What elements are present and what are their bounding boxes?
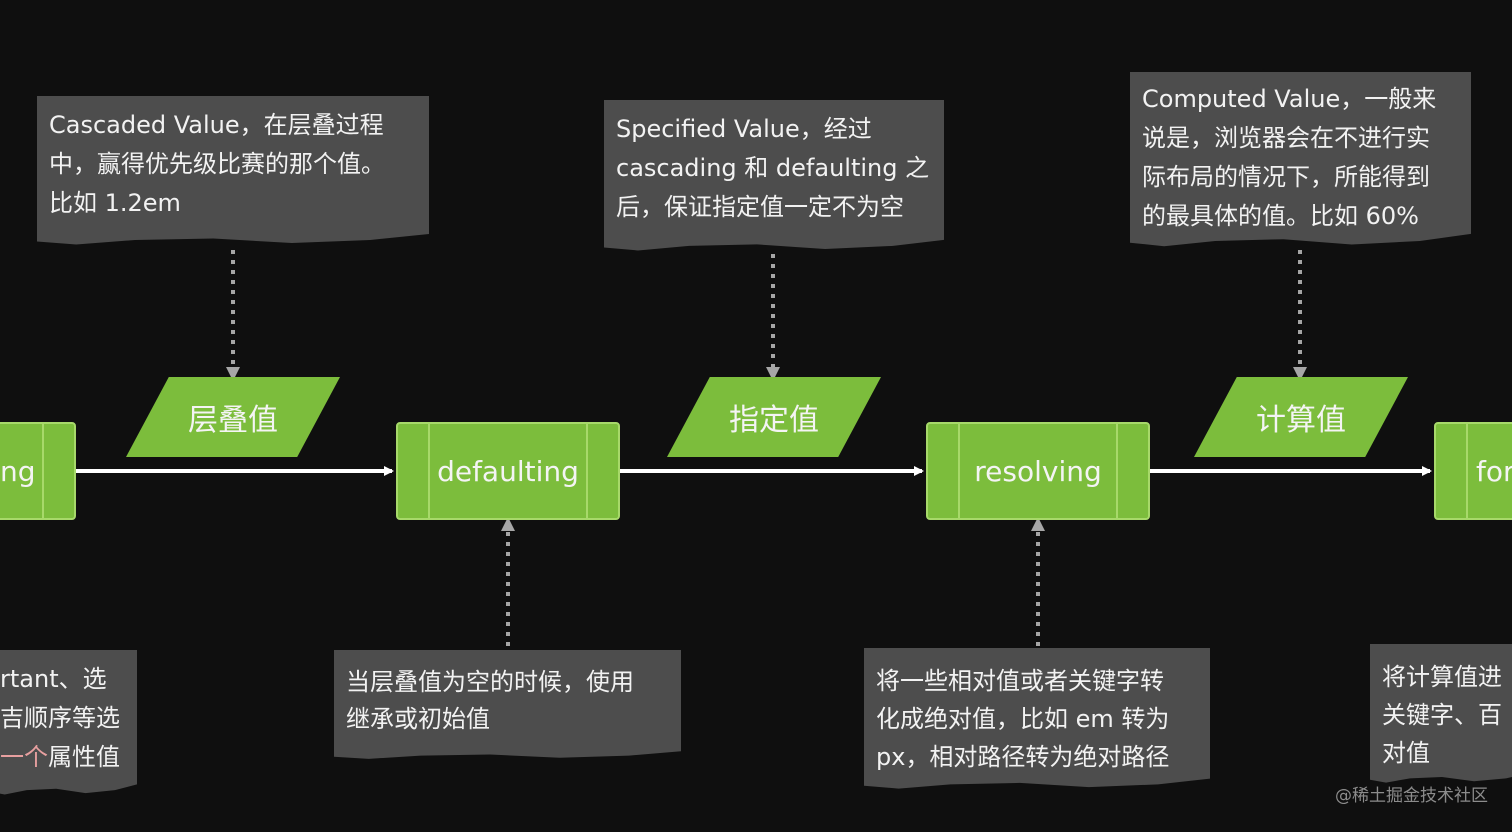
note-line: 一个属性值	[0, 738, 125, 777]
note-computed-value: Computed Value，一般来 说是，浏览器会在不进行实 际布局的情况下，…	[1130, 72, 1471, 247]
process-label: resolving	[974, 454, 1102, 488]
process-label: ng	[0, 454, 36, 488]
process-label: defaulting	[437, 454, 579, 488]
note-line: Specified Value，经过	[616, 115, 872, 143]
note-line: 吉顺序等选	[0, 704, 120, 732]
note-line: px，相对路径转为绝对路径	[876, 743, 1170, 771]
value-specified: 指定值	[667, 377, 881, 457]
process-label: for	[1476, 454, 1512, 488]
note-line: 中，赢得优先级比赛的那个值。	[49, 150, 385, 178]
value-label: 指定值	[729, 403, 819, 438]
note-text: 属性值	[48, 743, 120, 771]
note-line: 化成绝对值，比如 em 转为	[876, 705, 1170, 733]
note-line: 后，保证指定值一定不为空	[616, 193, 904, 221]
process-resolving: resolving	[926, 422, 1150, 520]
process-defaulting: defaulting	[396, 422, 620, 520]
note-line: 当层叠值为空的时候，使用	[346, 668, 634, 696]
note-defaulting-desc: 当层叠值为空的时候，使用 继承或初始值	[334, 650, 681, 759]
note-line: Computed Value，一般来	[1142, 85, 1437, 113]
note-line: 关键字、百	[1382, 701, 1502, 729]
highlight-text: 一个	[0, 743, 48, 771]
value-label: 计算值	[1256, 403, 1346, 438]
note-line: 比如 1.2em	[49, 189, 181, 217]
value-cascaded: 层叠值	[126, 377, 340, 457]
note-cascaded-value: Cascaded Value，在层叠过程 中，赢得优先级比赛的那个值。 比如 1…	[37, 96, 429, 245]
note-specified-value: Specified Value，经过 cascading 和 defaultin…	[604, 100, 944, 251]
note-resolving-desc: 将一些相对值或者关键字转 化成绝对值，比如 em 转为 px，相对路径转为绝对路…	[864, 648, 1210, 789]
note-line: 际布局的情况下，所能得到	[1142, 163, 1430, 191]
process-cascading: ng	[0, 422, 76, 520]
value-computed: 计算值	[1194, 377, 1408, 457]
note-line: 继承或初始值	[346, 705, 490, 733]
note-formatting-desc: 将计算值进 关键字、百 对值	[1370, 644, 1512, 783]
value-label: 层叠值	[188, 403, 278, 438]
note-line: 对值	[1382, 739, 1430, 767]
note-line: rtant、选	[0, 665, 107, 693]
note-line: 说是，浏览器会在不进行实	[1142, 124, 1430, 152]
parallelogram-shape	[667, 377, 881, 457]
watermark: @稀土掘金技术社区	[1335, 786, 1488, 806]
process-formatting: for	[1434, 422, 1512, 520]
note-line: 将计算值进	[1382, 663, 1502, 691]
note-line: Cascaded Value，在层叠过程	[49, 111, 384, 139]
note-line: 将一些相对值或者关键字转	[876, 667, 1164, 695]
note-line: 的最具体的值。比如 60%	[1142, 202, 1419, 230]
note-line: cascading 和 defaulting 之	[616, 154, 930, 182]
note-cascading-desc: rtant、选 吉顺序等选 一个属性值	[0, 650, 137, 795]
